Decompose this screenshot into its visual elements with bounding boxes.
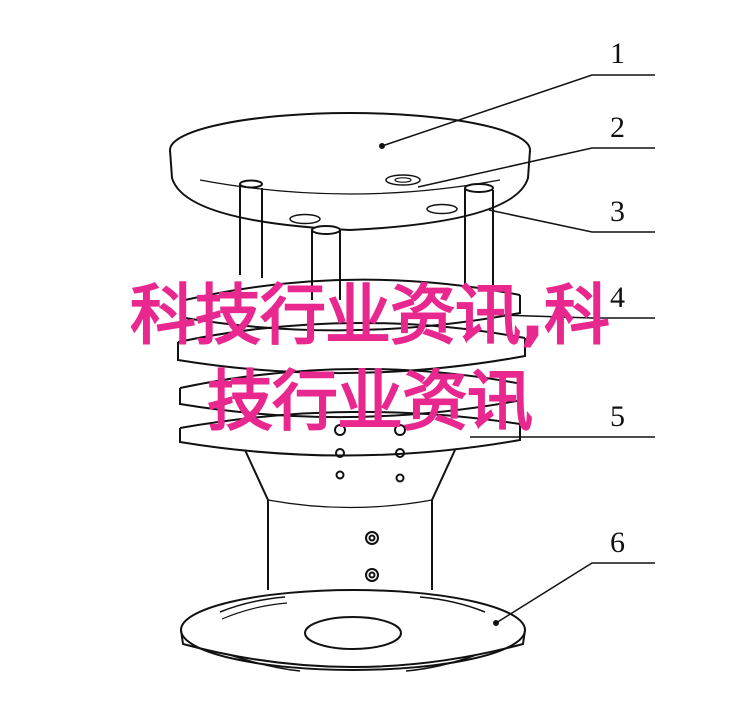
overlay-text-line-1: 科技行业资讯,科 xyxy=(129,277,610,354)
callout-labels: 1 2 3 4 5 6 xyxy=(610,37,625,559)
callout-1: 1 xyxy=(610,37,625,70)
support-rods xyxy=(239,179,494,300)
callout-2: 2 xyxy=(610,111,625,144)
overlay-text-line-2: 技行业资讯 xyxy=(207,363,533,440)
callout-5: 5 xyxy=(610,400,625,433)
callout-6: 6 xyxy=(610,526,625,559)
callout-3: 3 xyxy=(610,195,625,228)
leader-lines xyxy=(381,74,655,624)
base-plate xyxy=(180,589,526,672)
shield-plates xyxy=(177,278,526,457)
lower-body xyxy=(244,424,456,590)
top-cover xyxy=(169,112,531,232)
callout-4: 4 xyxy=(610,281,625,314)
